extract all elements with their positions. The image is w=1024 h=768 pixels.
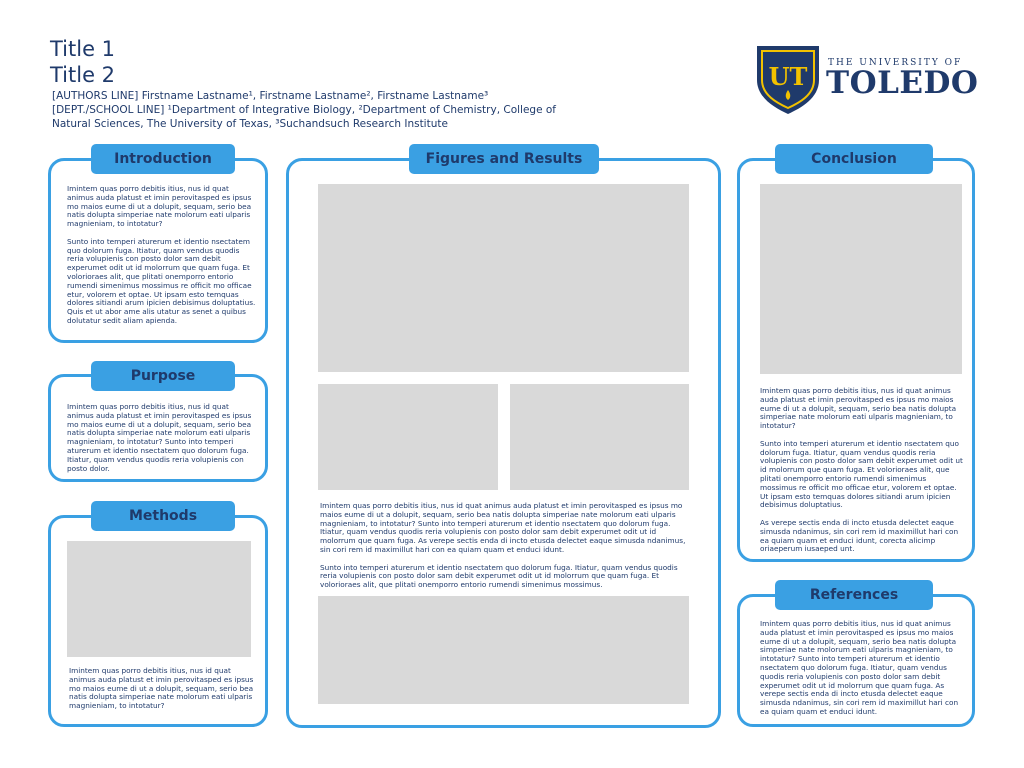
logo-line-1: THE UNIVERSITY OF [828, 58, 963, 68]
purpose-text: Imintem quas porro debitis itius, nus id… [67, 402, 252, 473]
authors-line: [AUTHORS LINE] Firstname Lastname¹, Firs… [52, 90, 489, 102]
dept-line-1: [DEPT./SCHOOL LINE] ¹Department of Integ… [52, 104, 557, 116]
conclusion-text: Imintem quas porro debitis itius, nus id… [760, 386, 963, 554]
introduction-heading: Introduction [91, 144, 235, 174]
introduction-panel [48, 158, 268, 343]
poster-title-2: Title 2 [50, 63, 116, 87]
methods-image-placeholder [67, 541, 251, 657]
figures-text: Imintem quas porro debitis itius, nus id… [320, 501, 686, 590]
purpose-panel [48, 374, 268, 482]
dept-line-2: Natural Sciences, The University of Texa… [52, 118, 448, 130]
poster-title-1: Title 1 [50, 37, 116, 61]
references-text: Imintem quas porro debitis itius, nus id… [760, 619, 959, 716]
logo-monogram: UT [769, 62, 808, 91]
figure-main-placeholder [318, 184, 689, 372]
figure-right-placeholder [510, 384, 689, 490]
figure-bottom-placeholder [318, 596, 689, 704]
figures-heading: Figures and Results [409, 144, 599, 174]
references-panel [737, 594, 975, 727]
references-heading: References [775, 580, 933, 610]
university-shield-logo: UT [755, 42, 821, 116]
methods-heading: Methods [91, 501, 235, 531]
purpose-heading: Purpose [91, 361, 235, 391]
logo-line-2: TOLEDO [826, 65, 979, 101]
shield-icon: UT [757, 46, 819, 114]
conclusion-image-placeholder [760, 184, 962, 374]
methods-text: Imintem quas porro debitis itius, nus id… [69, 666, 254, 711]
conclusion-heading: Conclusion [775, 144, 933, 174]
figure-left-placeholder [318, 384, 498, 490]
introduction-text: Imintem quas porro debitis itius, nus id… [67, 184, 256, 325]
